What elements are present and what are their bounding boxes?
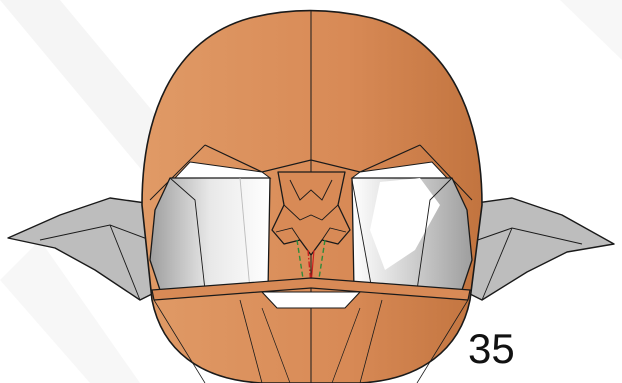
right-ear [462,198,614,300]
right-eye-panel [352,178,472,290]
left-eye-panel [150,178,270,290]
nose [272,172,350,255]
step-number: 35 [468,328,515,370]
